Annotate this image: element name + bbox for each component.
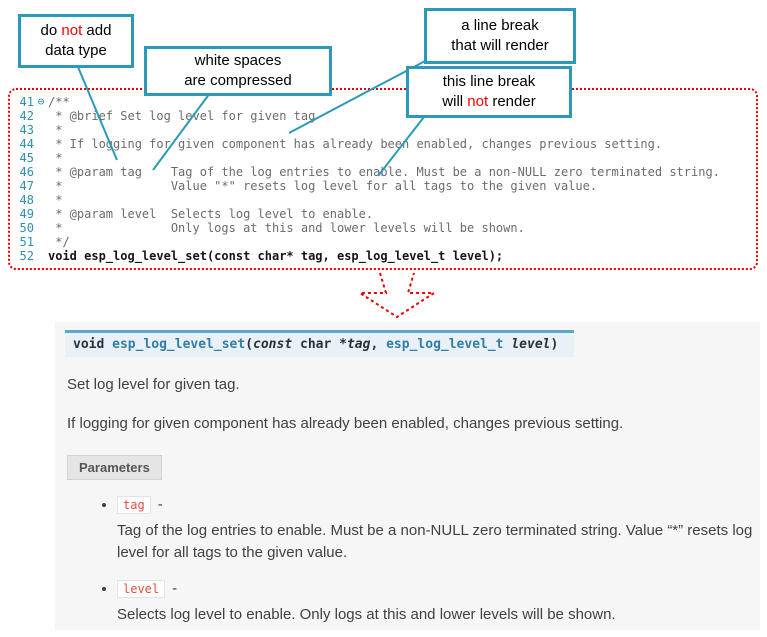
line-number: 44 [19,137,34,151]
parameter-item-tag: tag- Tag of the log entries to enable. M… [117,495,760,565]
parameter-name-literal: level [117,579,166,598]
signature-paren: ( [245,337,254,352]
fold-marker-icon [34,221,48,235]
line-text: * [48,193,63,207]
callout-whitespace-compressed: white spaces are compressed [144,46,332,96]
fold-marker-icon: ⊖ [37,95,45,108]
parameter-dash: - [157,495,163,513]
signature-arg-tag: tag [346,337,371,352]
code-line: 50 * Only logs at this and lower levels … [16,221,750,235]
code-line: 44 * If logging for given component has … [16,137,750,151]
flow-arrow-icon [356,272,438,319]
callout-text: will [442,93,468,110]
line-text: * [48,123,63,137]
fold-marker-icon [34,137,48,151]
signature-arg-level: level [511,337,551,352]
fold-marker-icon [34,207,48,221]
callout-text: add [82,21,112,39]
callout-line: this line break [442,72,536,90]
detailed-description: If logging for given component has alrea… [67,414,624,432]
line-number: 41 [19,95,34,109]
line-number: 42 [19,109,34,123]
signature-type-esp-log-level-t: esp_log_level_t [386,337,512,352]
line-number: 49 [19,207,34,221]
callout-text-emphasis: not [61,21,83,39]
parameter-item-level: level- Selects log level to enable. Only… [117,579,760,627]
code-line: 48 * [16,193,750,207]
fold-marker-icon [34,151,48,165]
fold-marker-icon [34,179,48,193]
function-signature: void esp_log_level_set(const char *tag, … [65,330,575,357]
line-text: * @brief Set log level for given tag [48,109,316,123]
code-line: 49 * @param level Selects log level to e… [16,207,750,221]
line-text: /** [48,95,70,109]
parameter-dash: - [172,579,178,597]
code-line: 42 * @brief Set log level for given tag [16,109,750,123]
code-line: 43 * [16,123,750,137]
callout-line: that will render [451,37,549,54]
line-text: * [48,151,63,165]
callout-line: a line break [461,16,539,34]
callout-line: will not render [442,92,535,112]
line-number: 46 [19,165,34,179]
callout-text: render [488,93,536,110]
code-line: 41⊖/** [16,95,750,109]
parameter-name-line: level- [117,579,760,598]
callout-text-emphasis: not [467,93,489,110]
rendered-docs-panel: void esp_log_level_set(const char *tag, … [55,322,760,630]
fold-marker-icon [34,123,48,137]
parameter-description: Tag of the log entries to enable. Must b… [117,521,753,562]
line-text: */ [48,235,70,249]
callout-line-break-not-render: this line break will not render [406,66,572,118]
fold-marker-icon [34,165,48,179]
signature-function-name: esp_log_level_set [112,337,246,352]
line-number: 50 [19,221,34,235]
parameters-list: tag- Tag of the log entries to enable. M… [55,495,760,627]
fold-marker-icon [34,193,48,207]
line-number: 52 [19,249,34,263]
line-text: void esp_log_level_set(const char* tag, … [48,249,504,263]
callout-text: do [40,21,62,39]
callout-no-data-type: do not add data type [18,14,134,68]
code-line: 45 * [16,151,750,165]
signature-const-keyword: const [253,337,293,352]
callout-line: are compressed [184,72,292,89]
callout-line: white spaces [194,51,282,69]
signature-paren: ) [550,337,559,352]
line-number: 45 [19,151,34,165]
code-line-function-declaration: 52 void esp_log_level_set(const char* tag… [16,249,750,263]
line-number: 43 [19,123,34,137]
code-line: 47 * Value "*" resets log level for all … [16,179,750,193]
code-line: 51 */ [16,235,750,249]
line-text: * @param level Selects log level to enab… [48,207,374,221]
parameters-heading: Parameters [67,454,162,480]
callout-line-break-renders: a line break that will render [424,8,576,64]
line-number: 47 [19,179,34,193]
signature-return-type: void [73,337,113,352]
signature-char-pointer: char * [292,337,347,352]
signature-comma: , [370,337,387,352]
code-line: 46 * @param tag Tag of the log entries t… [16,165,750,179]
parameter-name-literal: tag [117,495,151,514]
fold-marker-icon [34,109,48,123]
line-number: 51 [19,235,34,249]
line-text: * @param tag Tag of the log entries to e… [48,165,720,179]
source-code-block: 41⊖/** 42 * @brief Set log level for giv… [8,88,758,270]
line-number: 48 [19,193,34,207]
line-text: * If logging for given component has alr… [48,137,663,151]
brief-description: Set log level for given tag. [67,376,240,393]
callout-line: do not add [41,21,112,41]
fold-marker-icon [34,235,48,249]
fold-marker-icon [34,249,48,263]
line-text: * Only logs at this and lower levels wil… [48,221,525,235]
line-text: * Value "*" resets log level for all tag… [48,179,598,193]
parameter-name-line: tag- [117,495,760,514]
callout-line: data type [45,42,107,59]
parameter-description: Selects log level to enable. Only logs a… [117,605,616,623]
